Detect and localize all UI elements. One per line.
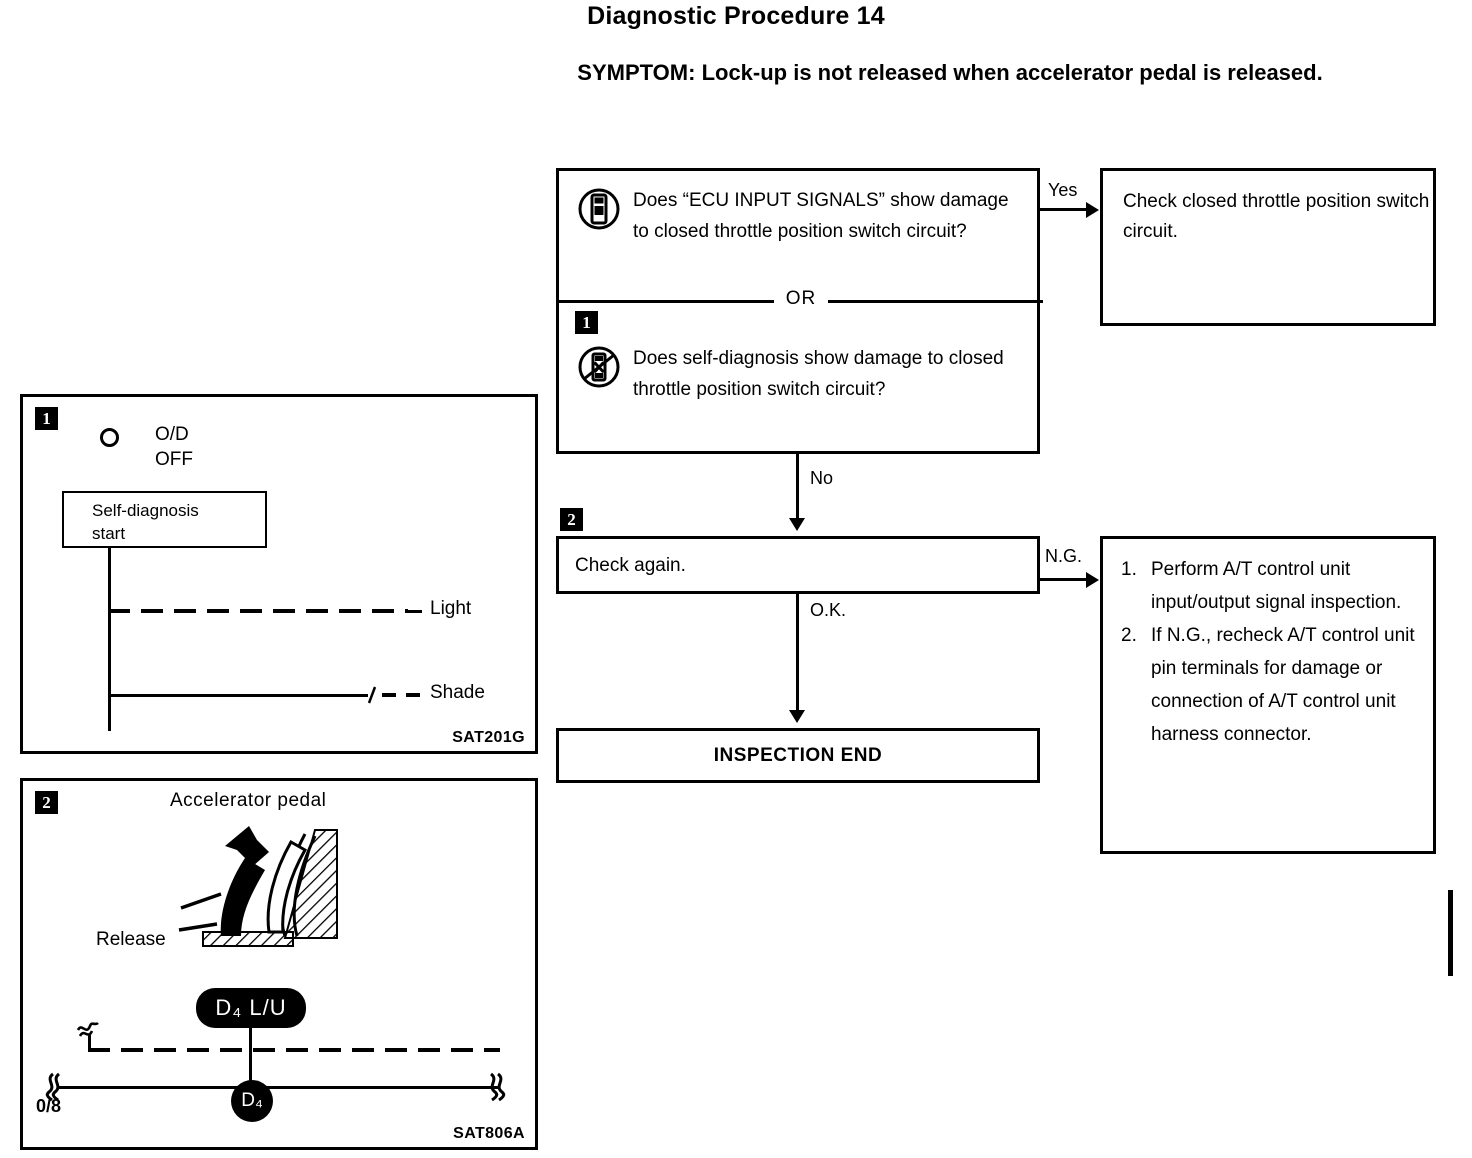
- gear-state-badge: D₄: [231, 1080, 273, 1122]
- lockup-dashed-line: [88, 1048, 500, 1052]
- or-divider: OR: [559, 288, 1043, 311]
- self-diagnosis-line1: Self-diagnosis: [92, 501, 199, 520]
- at-control-list: 1. Perform A/T control unit input/output…: [1103, 539, 1433, 751]
- page-title: Diagnostic Procedure 14: [587, 2, 885, 30]
- check-again-text: Check again.: [575, 555, 686, 576]
- accelerator-pedal-label: Accelerator pedal: [170, 790, 327, 811]
- shade-label: Shade: [430, 682, 485, 703]
- edge-label-yes: Yes: [1048, 180, 1078, 200]
- inspection-end-box: INSPECTION END: [556, 728, 1040, 783]
- step-badge-1: 1: [575, 311, 598, 334]
- question-self-diagnosis-text: Does self-diagnosis show damage to close…: [633, 348, 1004, 400]
- panel-badge-1: 1: [35, 407, 58, 430]
- edge-ok-line: [796, 594, 799, 714]
- question-consult-text: Does “ECU INPUT SIGNALS” show damage to …: [633, 190, 1009, 242]
- edge-label-ok: O.K.: [810, 600, 847, 620]
- light-line-tick: [408, 610, 422, 613]
- light-label: Light: [430, 598, 472, 619]
- release-label: Release: [96, 929, 166, 950]
- question-consult-row: Does “ECU INPUT SIGNALS” show damage to …: [577, 185, 1029, 247]
- step-badge-2: 2: [560, 508, 583, 531]
- page-edge-marker: [1448, 890, 1453, 976]
- list-item-text: If N.G., recheck A/T control unit pin te…: [1151, 625, 1415, 745]
- edge-no-arrowhead: [789, 518, 805, 531]
- panel-caption-1: SAT201G: [452, 729, 525, 746]
- gear-state-line: [58, 1086, 498, 1089]
- self-diagnosis-start-box: Self-diagnosis start: [62, 491, 267, 548]
- panel-badge-2: 2: [35, 791, 58, 814]
- lockup-line-tick: [88, 1035, 91, 1051]
- or-rule-left: [559, 299, 774, 303]
- check-throttle-text: Check closed throttle position switch ci…: [1123, 191, 1430, 242]
- edge-no-line: [796, 454, 799, 522]
- list-item-number: 2.: [1121, 625, 1137, 646]
- edge-yes-line: [1040, 208, 1088, 211]
- at-control-box: 1. Perform A/T control unit input/output…: [1100, 536, 1436, 854]
- shade-dashed-line: [382, 693, 424, 697]
- light-dashed-line: [108, 609, 408, 613]
- or-rule-right: [828, 299, 1043, 303]
- consult-tool-icon: [577, 187, 621, 231]
- edge-ok-arrowhead: [789, 710, 805, 723]
- od-off-label: O/D OFF: [155, 422, 193, 472]
- edge-yes-arrowhead: [1086, 202, 1099, 218]
- self-diagnosis-line2: start: [92, 524, 126, 543]
- list-item-text: Perform A/T control unit input/output si…: [1151, 559, 1402, 613]
- symptom-heading: SYMPTOM: Lock-up is not released when ac…: [577, 60, 1323, 85]
- shade-solid-line: [110, 694, 368, 697]
- list-item: 2. If N.G., recheck A/T control unit pin…: [1121, 619, 1419, 751]
- check-again-box: Check again.: [556, 536, 1040, 594]
- break-mark-upper-icon: [75, 1018, 101, 1040]
- lockup-state-badge: D₄ L/U: [196, 988, 306, 1028]
- list-item-number: 1.: [1121, 559, 1137, 580]
- edge-ng-line: [1040, 578, 1088, 581]
- edge-label-no: No: [810, 468, 834, 488]
- edge-label-ng: N.G.: [1045, 546, 1083, 566]
- check-throttle-box: Check closed throttle position switch ci…: [1100, 168, 1436, 326]
- accelerator-pedal-illustration-icon: [165, 812, 365, 952]
- od-off-label-line1: O/D: [155, 424, 189, 445]
- panel-caption-2: SAT806A: [453, 1125, 525, 1142]
- edge-ng-arrowhead: [1086, 572, 1099, 588]
- no-consult-tool-icon: [577, 345, 621, 389]
- throttle-opening-label: 0/8: [36, 1096, 62, 1116]
- list-item: 1. Perform A/T control unit input/output…: [1121, 553, 1419, 619]
- od-off-lamp-icon: [100, 428, 119, 447]
- decision-box: Does “ECU INPUT SIGNALS” show damage to …: [556, 168, 1043, 454]
- question-self-diagnosis-row: Does self-diagnosis show damage to close…: [577, 343, 1029, 405]
- break-mark-right-icon: [486, 1072, 508, 1102]
- od-off-label-line2: OFF: [155, 449, 193, 470]
- inspection-end-text: INSPECTION END: [713, 745, 883, 766]
- lockup-badge-stem: [249, 1028, 252, 1086]
- shade-break-mark-icon: [366, 686, 378, 704]
- break-mark-left-icon: [40, 1072, 62, 1102]
- self-diagnosis-timeline: [108, 548, 111, 731]
- or-label: OR: [785, 288, 817, 309]
